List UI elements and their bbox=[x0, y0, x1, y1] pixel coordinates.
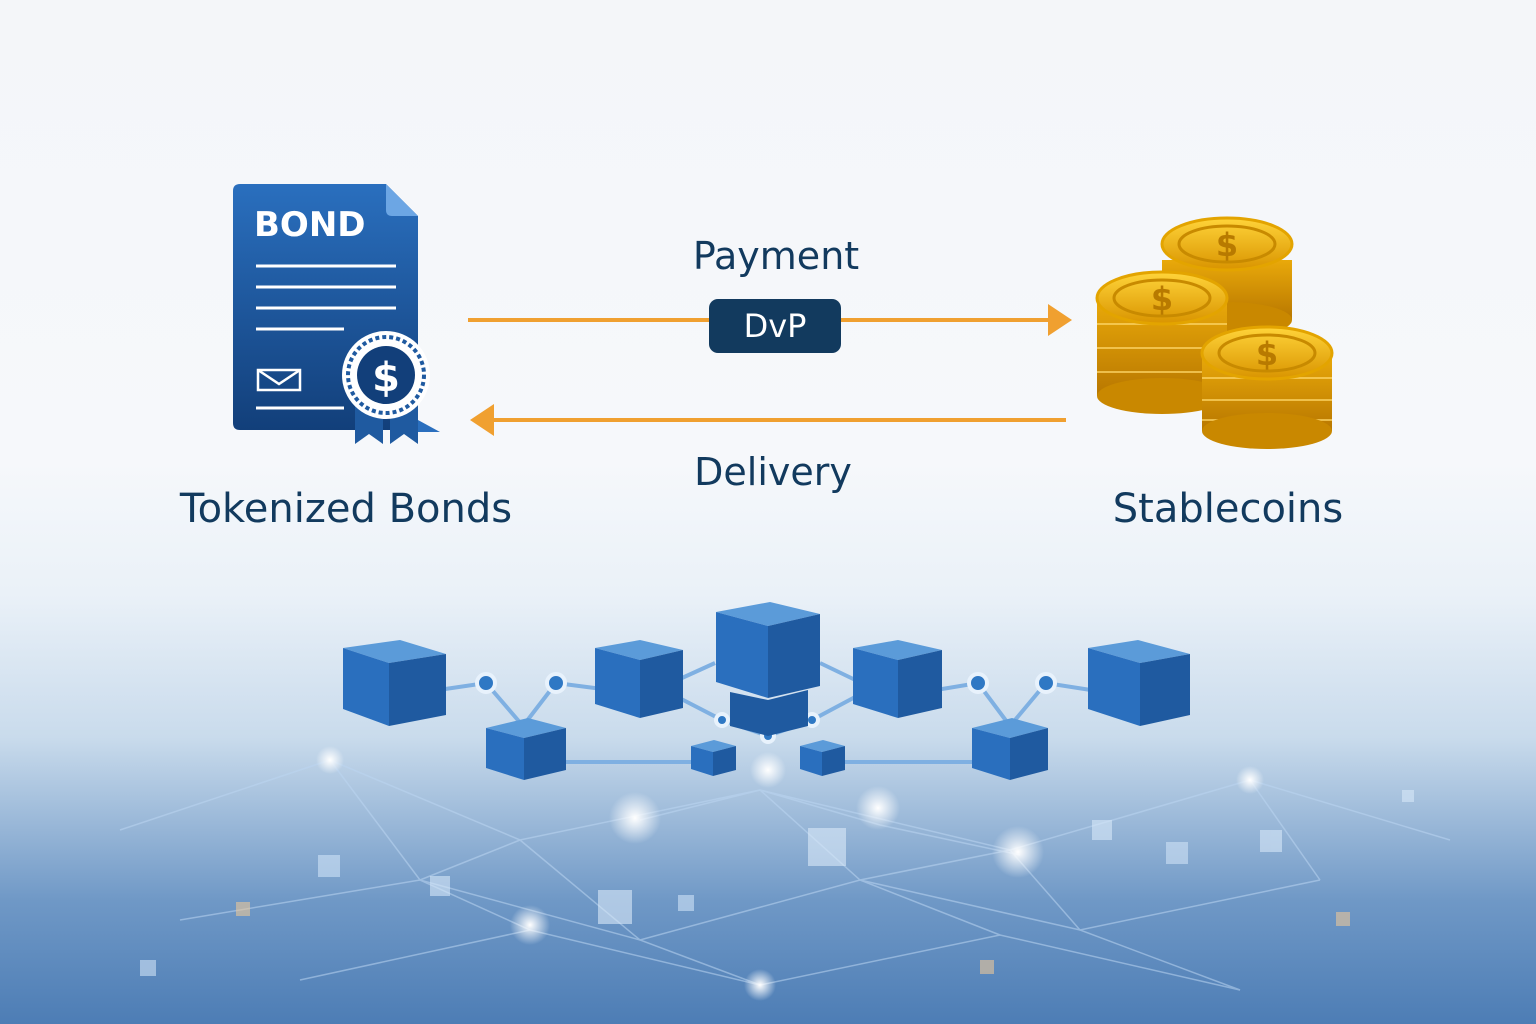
blockchain-blocks bbox=[343, 602, 1190, 780]
glow-nodes bbox=[316, 746, 1264, 1001]
dvp-badge: DvP bbox=[709, 299, 841, 353]
block-9 bbox=[800, 740, 845, 776]
seal-dollar: $ bbox=[372, 355, 400, 401]
delivery-label: Delivery bbox=[694, 450, 852, 494]
bond-document-icon: BOND $ bbox=[233, 184, 440, 444]
block-2 bbox=[595, 640, 683, 718]
bond-title: BOND bbox=[254, 205, 366, 245]
coin-dollar-3: $ bbox=[1256, 335, 1278, 373]
certificate-seal-icon: $ bbox=[342, 331, 440, 444]
block-6 bbox=[486, 718, 566, 780]
block-4 bbox=[853, 640, 942, 718]
coin-dollar-2: $ bbox=[1151, 280, 1173, 318]
block-5 bbox=[1088, 640, 1190, 726]
delivery-arrow bbox=[470, 404, 1066, 436]
stablecoins-label: Stablecoins bbox=[1112, 486, 1344, 532]
data-particles bbox=[140, 790, 1414, 976]
block-8 bbox=[691, 740, 736, 776]
envelope-icon bbox=[256, 368, 302, 392]
block-7 bbox=[972, 718, 1048, 780]
stablecoin-stack-icon: $ $ $ bbox=[1095, 216, 1334, 449]
coin-stack-right: $ bbox=[1200, 325, 1334, 449]
block-3 bbox=[716, 602, 820, 736]
block-1 bbox=[343, 640, 446, 726]
payment-label: Payment bbox=[692, 234, 860, 278]
tokenized-bonds-label: Tokenized Bonds bbox=[179, 486, 513, 532]
coin-dollar-1: $ bbox=[1216, 226, 1238, 264]
